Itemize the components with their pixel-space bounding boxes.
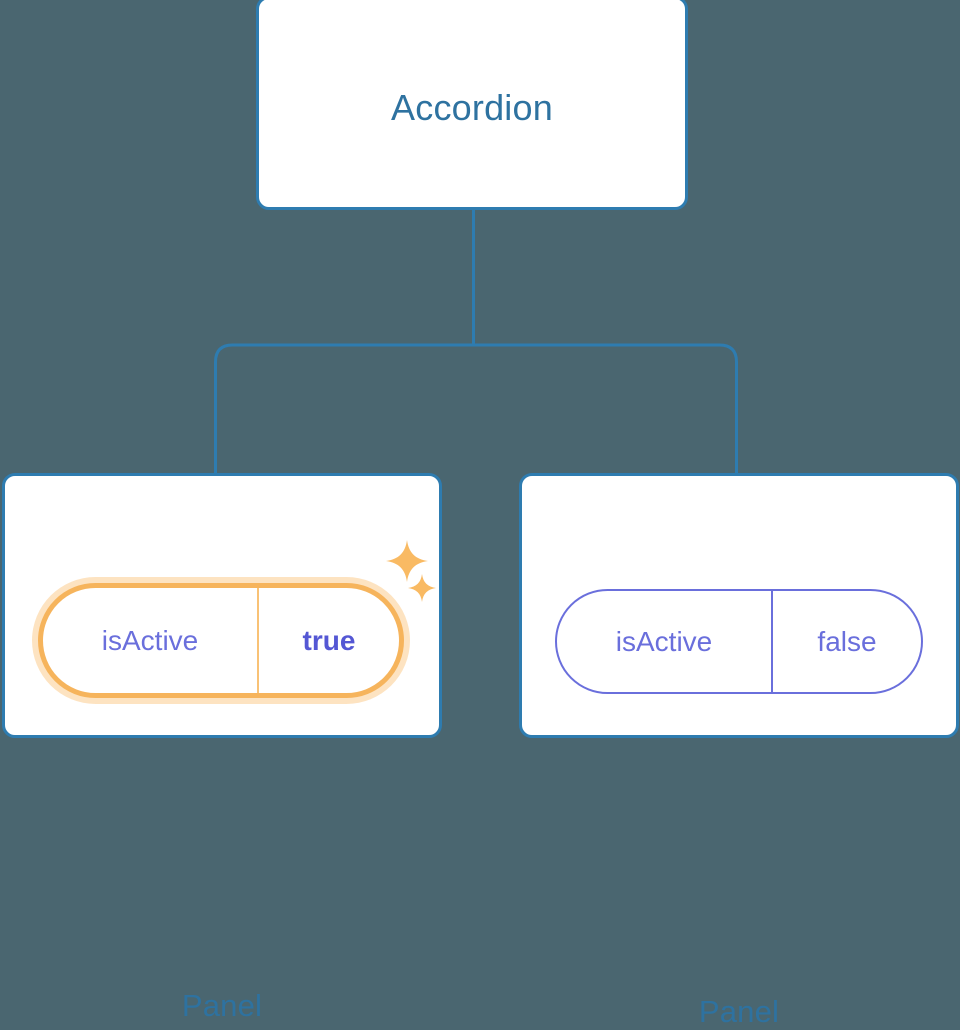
node-panel-right-title: Panel	[698, 994, 780, 1029]
prop-key-label: isActive	[101, 624, 199, 656]
edge-branch-bar	[214, 343, 738, 473]
prop-pill-isactive-false[interactable]: isActive false	[555, 589, 923, 694]
prop-value-label: true	[257, 588, 399, 693]
prop-pill-isactive-true[interactable]: isActive true	[38, 583, 404, 698]
node-accordion[interactable]: Accordion	[256, 0, 688, 210]
prop-value-label: false	[771, 591, 921, 692]
node-panel-left-title: Panel	[181, 988, 263, 1023]
prop-key-label: isActive	[615, 625, 713, 657]
node-accordion-title: Accordion	[391, 87, 553, 128]
